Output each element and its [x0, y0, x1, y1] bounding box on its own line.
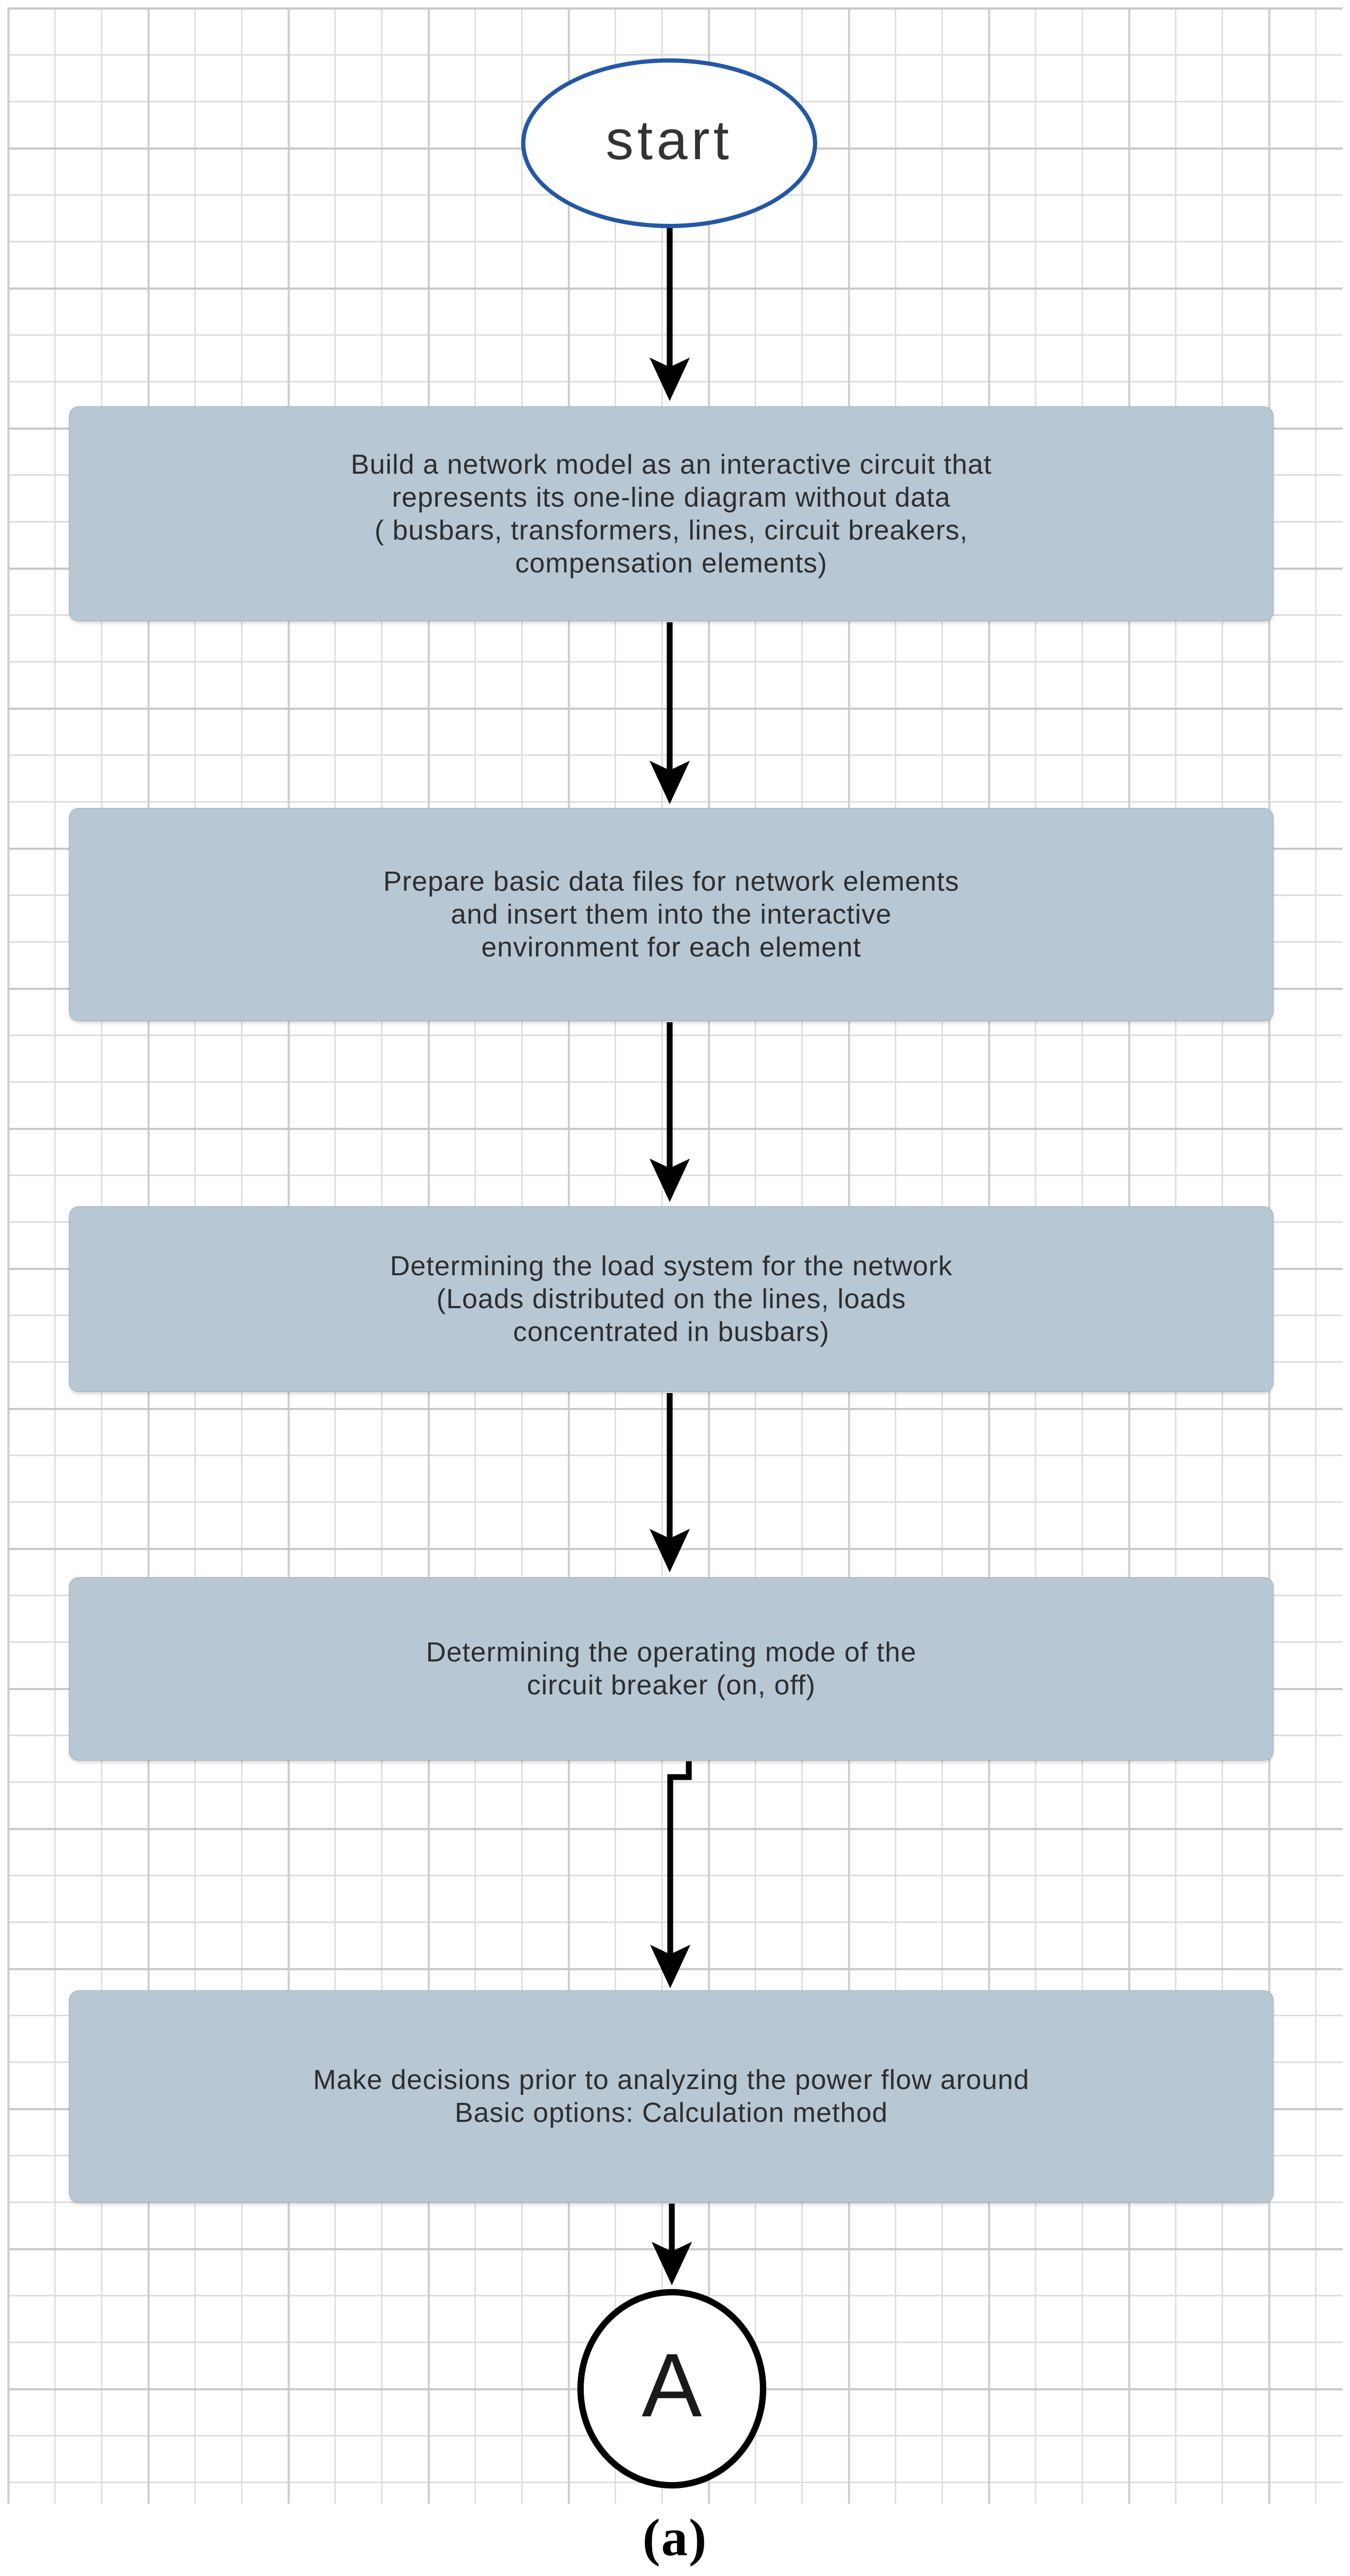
start-node: start — [521, 58, 817, 228]
flow-step-2: Prepare basic data files for network ele… — [69, 808, 1274, 1021]
flow-step-2-text: Prepare basic data files for network ele… — [383, 866, 959, 963]
connector-node-a: A — [577, 2289, 766, 2488]
flow-step-4: Determining the operating mode of the ci… — [69, 1577, 1274, 1761]
flow-step-4-text: Determining the operating mode of the ci… — [426, 1637, 917, 1701]
connector-node-a-label: A — [642, 2335, 702, 2436]
flow-step-1: Build a network model as an interactive … — [69, 406, 1274, 621]
flow-step-3-text: Determining the load system for the netw… — [390, 1251, 953, 1347]
flow-step-3: Determining the load system for the netw… — [69, 1206, 1274, 1392]
flow-step-5-text: Make decisions prior to analyzing the po… — [313, 2065, 1029, 2128]
flow-step-5: Make decisions prior to analyzing the po… — [69, 1990, 1274, 2203]
flow-step-1-text: Build a network model as an interactive … — [350, 449, 992, 579]
start-node-label: start — [605, 109, 733, 171]
figure-caption: (a) — [642, 2508, 708, 2567]
